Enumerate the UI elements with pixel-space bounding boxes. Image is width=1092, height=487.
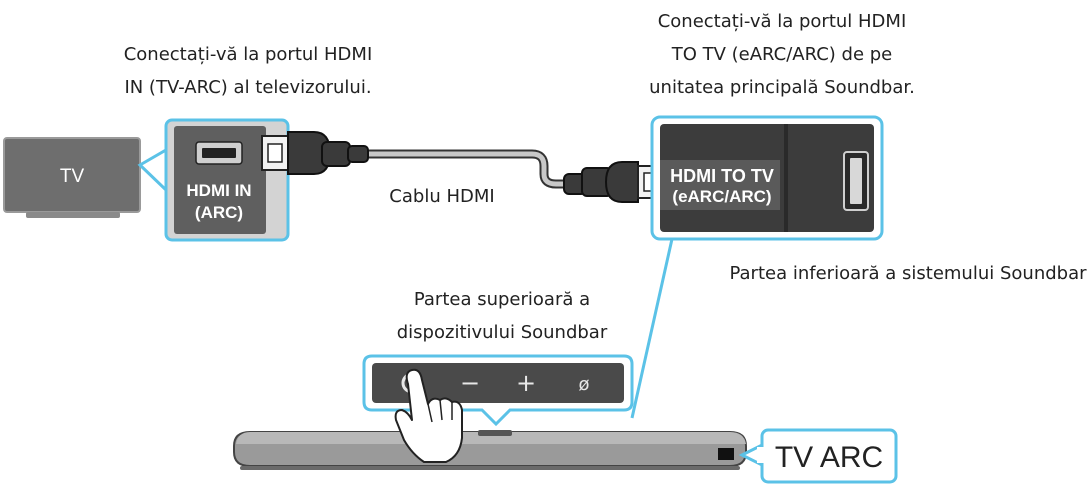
tv-plug-tip-inner	[267, 143, 283, 163]
top-side-label-line2: dispozitivului Soundbar	[397, 322, 608, 343]
sb-port-label-line1: HDMI TO TV	[670, 166, 774, 186]
soundbar-control-strip	[478, 430, 512, 436]
volume-up-button[interactable]: +	[516, 369, 536, 397]
tv-arc-badge: TV ARC	[738, 428, 898, 484]
volume-down-button[interactable]: −	[460, 369, 480, 397]
bottom-callout-leader	[630, 238, 674, 419]
tv-hdmi-port-callout: HDMI IN (ARC)	[164, 118, 290, 242]
cable-label: Cablu HDMI	[389, 186, 494, 207]
hand-finger-lines	[427, 399, 453, 423]
bottom-side-label: Partea inferioară a sistemului Soundbar	[729, 263, 1087, 284]
hand-pointer-icon	[394, 368, 463, 463]
sb-panel-divider	[784, 124, 788, 232]
tv-plug-strain-relief	[347, 145, 369, 163]
sb-port-label-plate	[660, 160, 780, 210]
tv-port-note-line1: Conectați-vă la portul HDMI	[124, 44, 373, 65]
soundbar-status-led	[718, 448, 734, 460]
top-buttons-callout: − + ø	[362, 354, 634, 427]
sb-plug-body	[604, 161, 639, 203]
cable-wire	[365, 151, 571, 187]
tv-set: TV	[3, 137, 141, 218]
top-side-label-line1: Partea superioară a	[414, 289, 590, 310]
tv-stand	[26, 212, 120, 218]
tv-plug-boot	[321, 141, 351, 167]
sb-port-note-line2: TO TV (eARC/ARC) de pe	[671, 44, 893, 65]
sb-port-label-line2: (eARC/ARC)	[672, 187, 771, 206]
cable-wire-outline	[363, 149, 573, 189]
sb-hdmi-socket-pins	[850, 158, 862, 204]
soundbar-top-surface	[236, 432, 746, 444]
tv-hdmi-socket-pins	[202, 148, 236, 158]
soundbar-base-shadow	[240, 466, 740, 470]
tv-label: TV	[60, 166, 85, 187]
soundbar-hdmi-port-callout: HDMI TO TV (eARC/ARC)	[650, 115, 884, 241]
mic-off-button[interactable]: ø	[578, 374, 589, 395]
hand-shape	[394, 368, 463, 463]
tv-port-label-line2: (ARC)	[195, 203, 243, 222]
soundbar-device	[233, 430, 747, 470]
badge-joint-mask	[757, 447, 765, 463]
tv-port-note-line2: IN (TV-ARC) al televizorului.	[124, 77, 371, 98]
tv-callout-pointer	[137, 147, 168, 194]
sb-port-note-line3: unitatea principală Soundbar.	[649, 77, 915, 98]
tv-port-label-line1: HDMI IN	[186, 181, 251, 200]
tv-arc-label: TV ARC	[775, 441, 883, 474]
sb-port-note-line1: Conectați-vă la portul HDMI	[658, 11, 907, 32]
buttons-panel	[372, 363, 624, 403]
